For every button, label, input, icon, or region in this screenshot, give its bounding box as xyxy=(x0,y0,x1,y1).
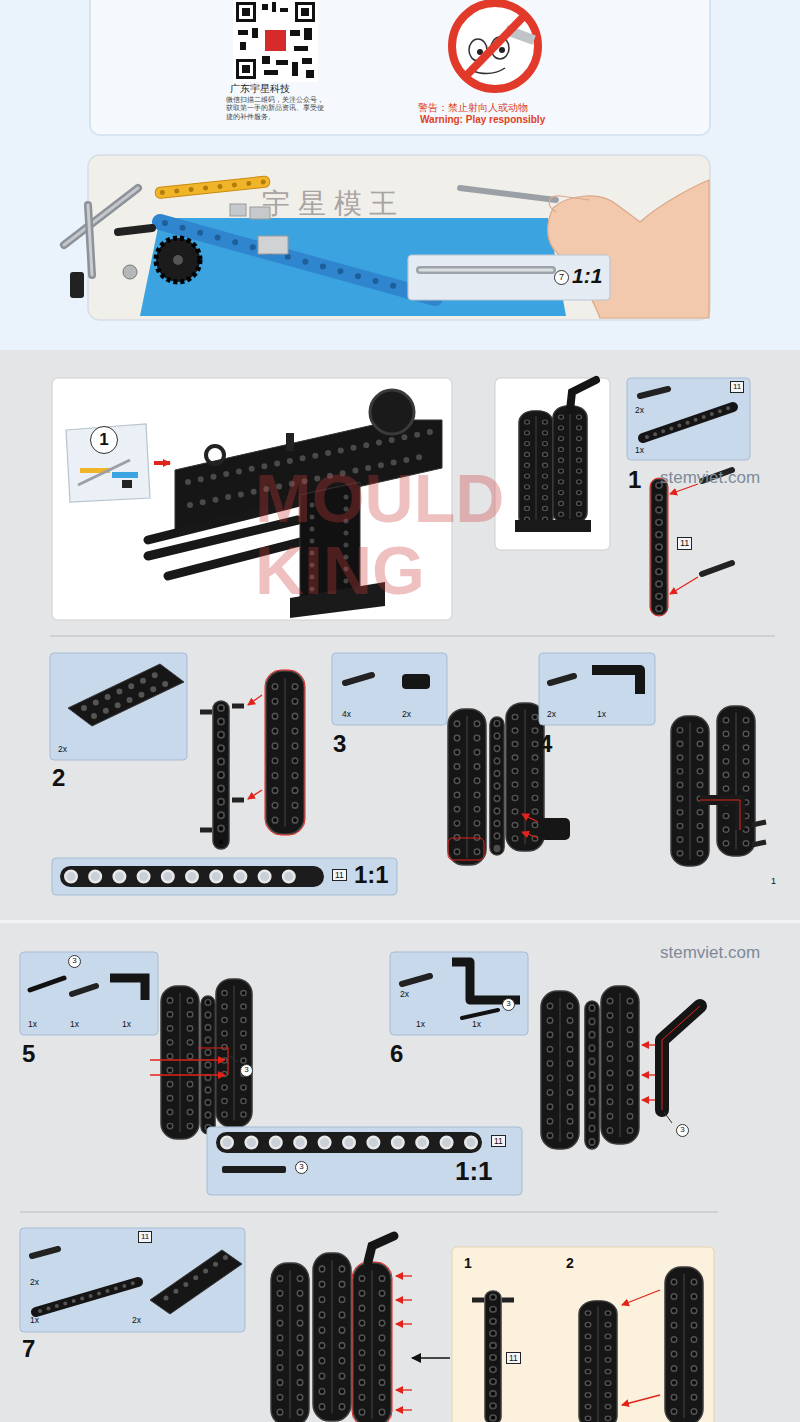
step-number: 7 xyxy=(22,1335,35,1363)
callout-number: 3 xyxy=(295,1161,308,1174)
length-box: 11 xyxy=(138,1231,152,1243)
warning-text: Warning: Play responsibly xyxy=(420,114,545,126)
step-number: 1 xyxy=(628,466,641,494)
step-number: 6 xyxy=(390,1040,403,1068)
length-box: 11 xyxy=(677,537,692,550)
parts-callout: 11 2x 1x 2x xyxy=(20,1228,245,1332)
quantity: 1x xyxy=(70,1020,79,1030)
parts-callout: 2x 1x xyxy=(539,653,655,725)
substep-number: 2 xyxy=(566,1255,574,1271)
length-box: 11 xyxy=(730,381,744,393)
scale-label: 1:1 xyxy=(354,861,389,889)
quantity: 2x xyxy=(30,1278,39,1288)
quantity: 1x xyxy=(122,1020,131,1030)
parts-callout: 4x 2x xyxy=(332,653,447,725)
note-text: 微信扫描二维码，关注公众号，获取第一手的新品资讯、享受便捷的补件服务。 xyxy=(226,96,330,121)
company-name: 广东宇星科技 xyxy=(230,83,290,95)
quantity: 1x xyxy=(635,446,644,456)
parts-callout: 2x 3 1x 1x xyxy=(390,952,528,1035)
quantity: 2x xyxy=(635,406,644,416)
parts-callout: 3 1x 1x 1x xyxy=(20,952,158,1035)
quantity: 1x xyxy=(416,1020,425,1030)
bag-number: 1 xyxy=(90,426,118,454)
quantity: 2x xyxy=(400,990,409,1000)
quantity: 1x xyxy=(28,1020,37,1030)
quantity: 1x xyxy=(30,1316,39,1326)
scale-ruler: 11 3 1:1 xyxy=(207,1127,522,1195)
source-watermark: stemviet.com xyxy=(660,468,760,488)
quantity: 2x xyxy=(58,745,67,755)
scale-label: 1:1 xyxy=(572,264,602,288)
step-number: 5 xyxy=(22,1040,35,1068)
substep-number: 1 xyxy=(464,1255,472,1271)
quantity: 1x xyxy=(597,710,606,720)
callout-number: 3 xyxy=(676,1124,689,1137)
step-number: 4 xyxy=(539,730,552,758)
step-number: 3 xyxy=(333,730,346,758)
quantity: 2x xyxy=(547,710,556,720)
source-watermark: stemviet.com xyxy=(660,943,760,963)
parts-callout: 11 2x 1x xyxy=(627,378,750,460)
watermark-text: 宇 星 模 王 xyxy=(262,188,397,220)
callout-number: 3 xyxy=(240,1064,253,1077)
substep-panel: 1 2 11 xyxy=(452,1247,714,1422)
length-box: 11 xyxy=(506,1352,521,1364)
page-number: 1 xyxy=(771,876,776,886)
watermark-logo: MOULD KING xyxy=(255,462,555,606)
info-panel: 广东宇星科技微信扫描二维码，关注公众号，获取第一手的新品资讯、享受便捷的补件服务… xyxy=(90,0,710,135)
warning-text: 警告：禁止射向人或动物 xyxy=(418,103,528,114)
length-box: 11 xyxy=(491,1135,506,1147)
callout-number: 3 xyxy=(502,998,515,1011)
parts-callout: 2x xyxy=(50,653,187,760)
callout-number: 3 xyxy=(68,955,81,968)
quantity: 4x xyxy=(342,710,351,720)
quantity: 2x xyxy=(132,1316,141,1326)
callout-number: 7 xyxy=(554,270,569,285)
scale-box: 71:1 xyxy=(408,255,610,300)
length-box: 11 xyxy=(332,869,347,881)
quantity: 1x xyxy=(472,1020,481,1030)
scale-ruler: 11 1:1 xyxy=(52,858,397,895)
quantity: 2x xyxy=(402,710,411,720)
step-number: 2 xyxy=(52,764,65,792)
scale-label: 1:1 xyxy=(455,1157,493,1187)
